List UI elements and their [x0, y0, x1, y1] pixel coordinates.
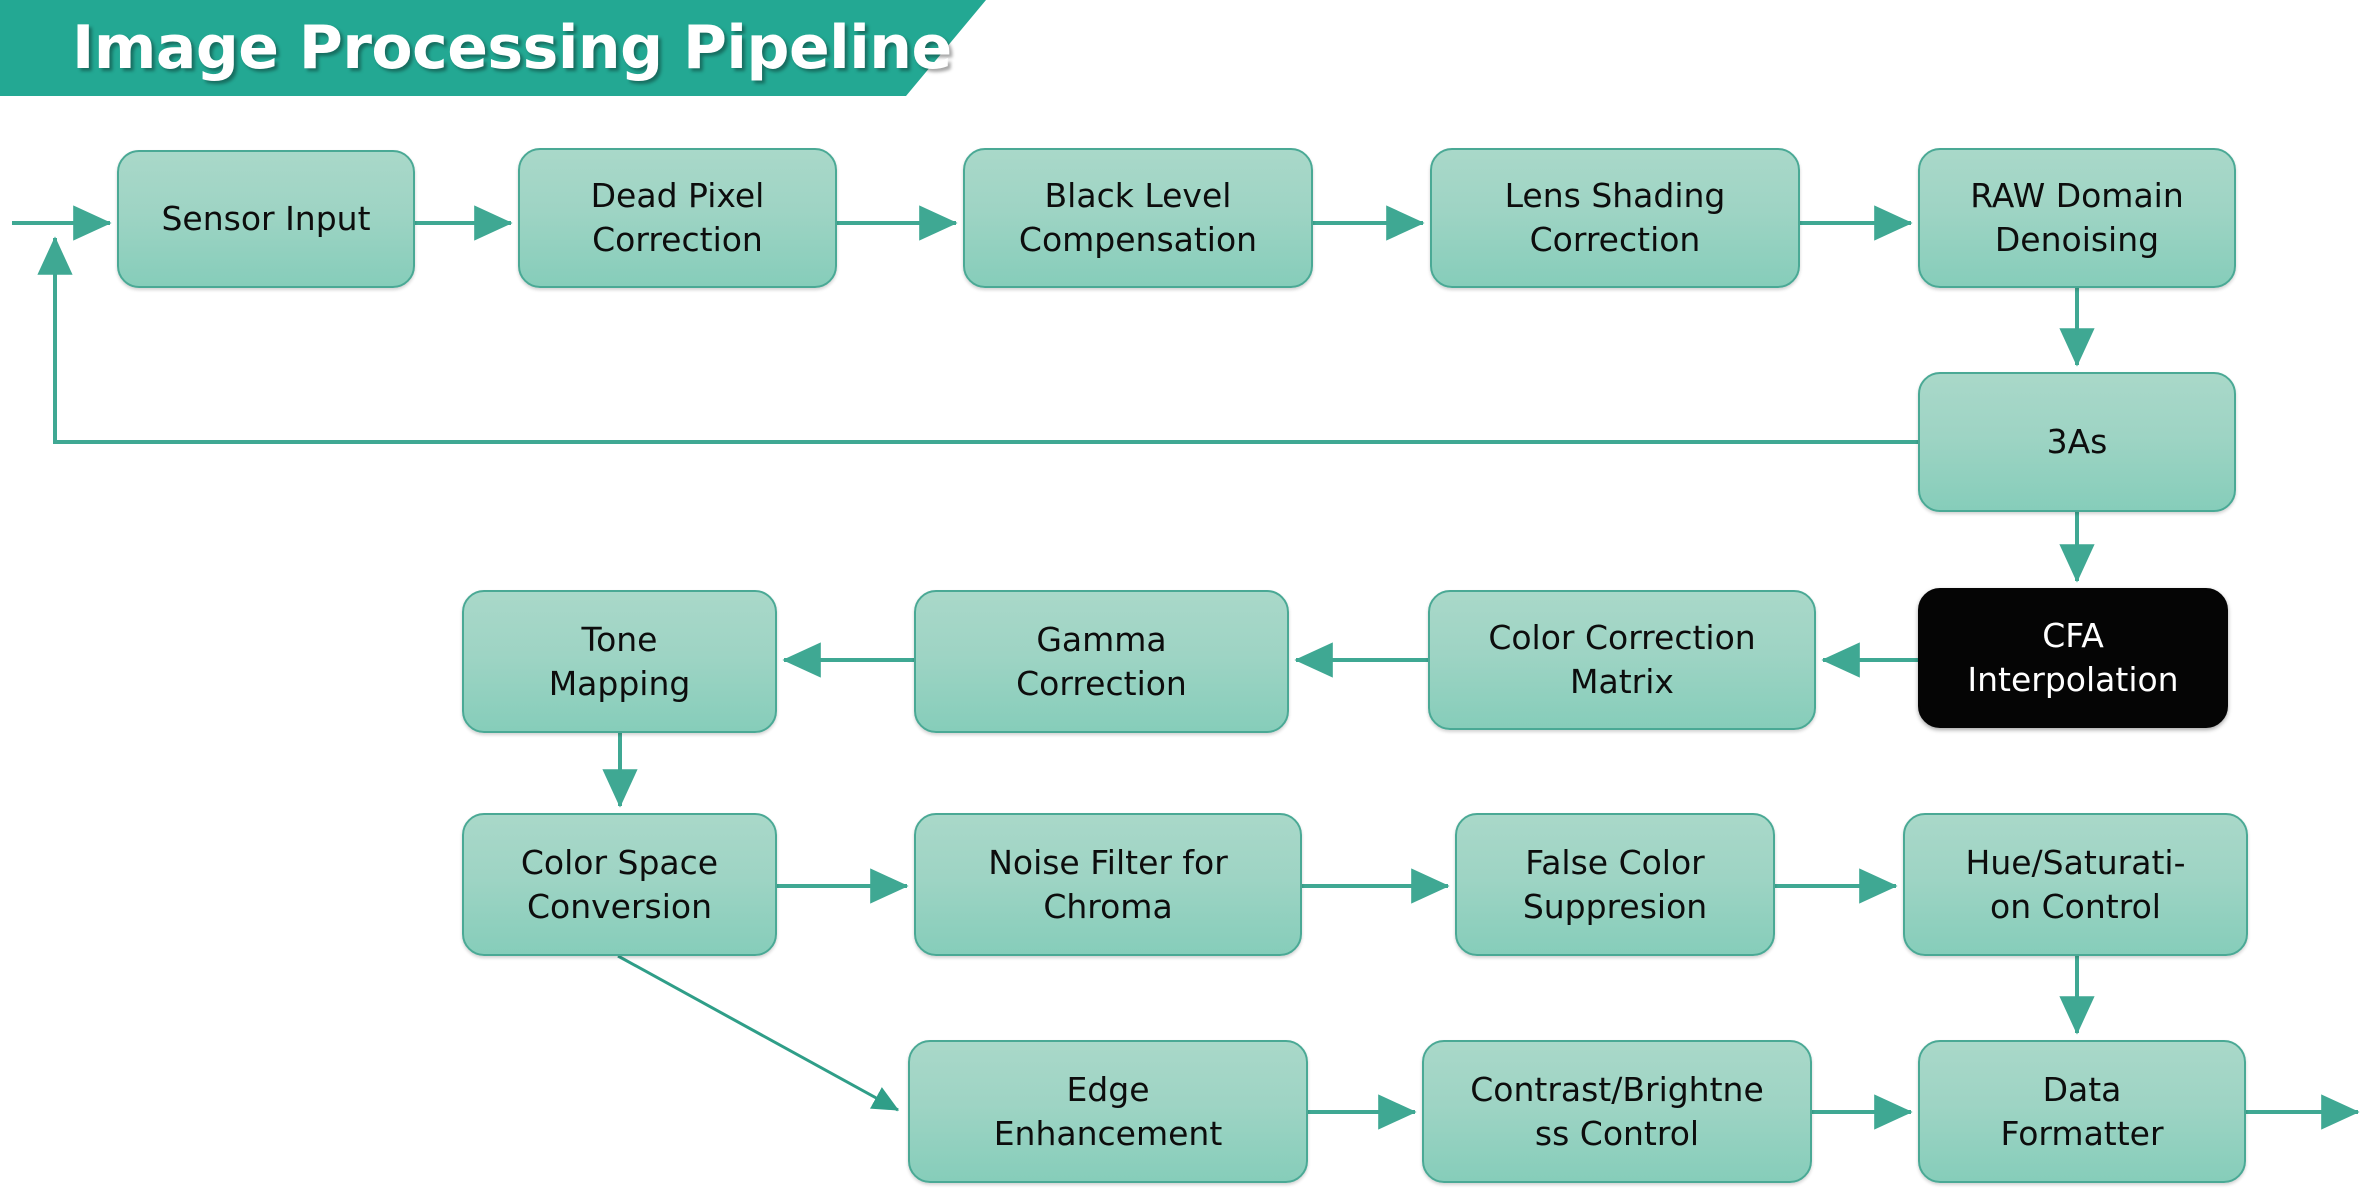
edge-color-space-to-edge-enhancement	[617, 954, 900, 1112]
node-tone-mapping[interactable]: Tone Mapping	[462, 590, 777, 733]
edge-3as-feedback-to-sensor	[37, 236, 1918, 444]
node-3as[interactable]: 3As	[1918, 372, 2236, 512]
node-data-formatter[interactable]: Data Formatter	[1918, 1040, 2246, 1183]
node-gamma-correction[interactable]: Gamma Correction	[914, 590, 1289, 733]
node-black-level-compensation[interactable]: Black Level Compensation	[963, 148, 1313, 288]
node-contrast-brightness-control[interactable]: Contrast/Brightne ss Control	[1422, 1040, 1812, 1183]
node-color-space-conversion[interactable]: Color Space Conversion	[462, 813, 777, 956]
title-banner-shape	[0, 0, 986, 96]
node-false-color-suppresion[interactable]: False Color Suppresion	[1455, 813, 1775, 956]
node-lens-shading-correction[interactable]: Lens Shading Correction	[1430, 148, 1800, 288]
node-hue-saturation-control[interactable]: Hue/Saturati- on Control	[1903, 813, 2248, 956]
node-raw-domain-denoising[interactable]: RAW Domain Denoising	[1918, 148, 2236, 288]
node-edge-enhancement[interactable]: Edge Enhancement	[908, 1040, 1308, 1183]
node-color-correction-matrix[interactable]: Color Correction Matrix	[1428, 590, 1816, 730]
node-noise-filter-for-chroma[interactable]: Noise Filter for Chroma	[914, 813, 1302, 956]
node-sensor-input[interactable]: Sensor Input	[117, 150, 415, 288]
node-cfa-interpolation[interactable]: CFA Interpolation	[1918, 588, 2228, 728]
node-dead-pixel-correction[interactable]: Dead Pixel Correction	[518, 148, 837, 288]
